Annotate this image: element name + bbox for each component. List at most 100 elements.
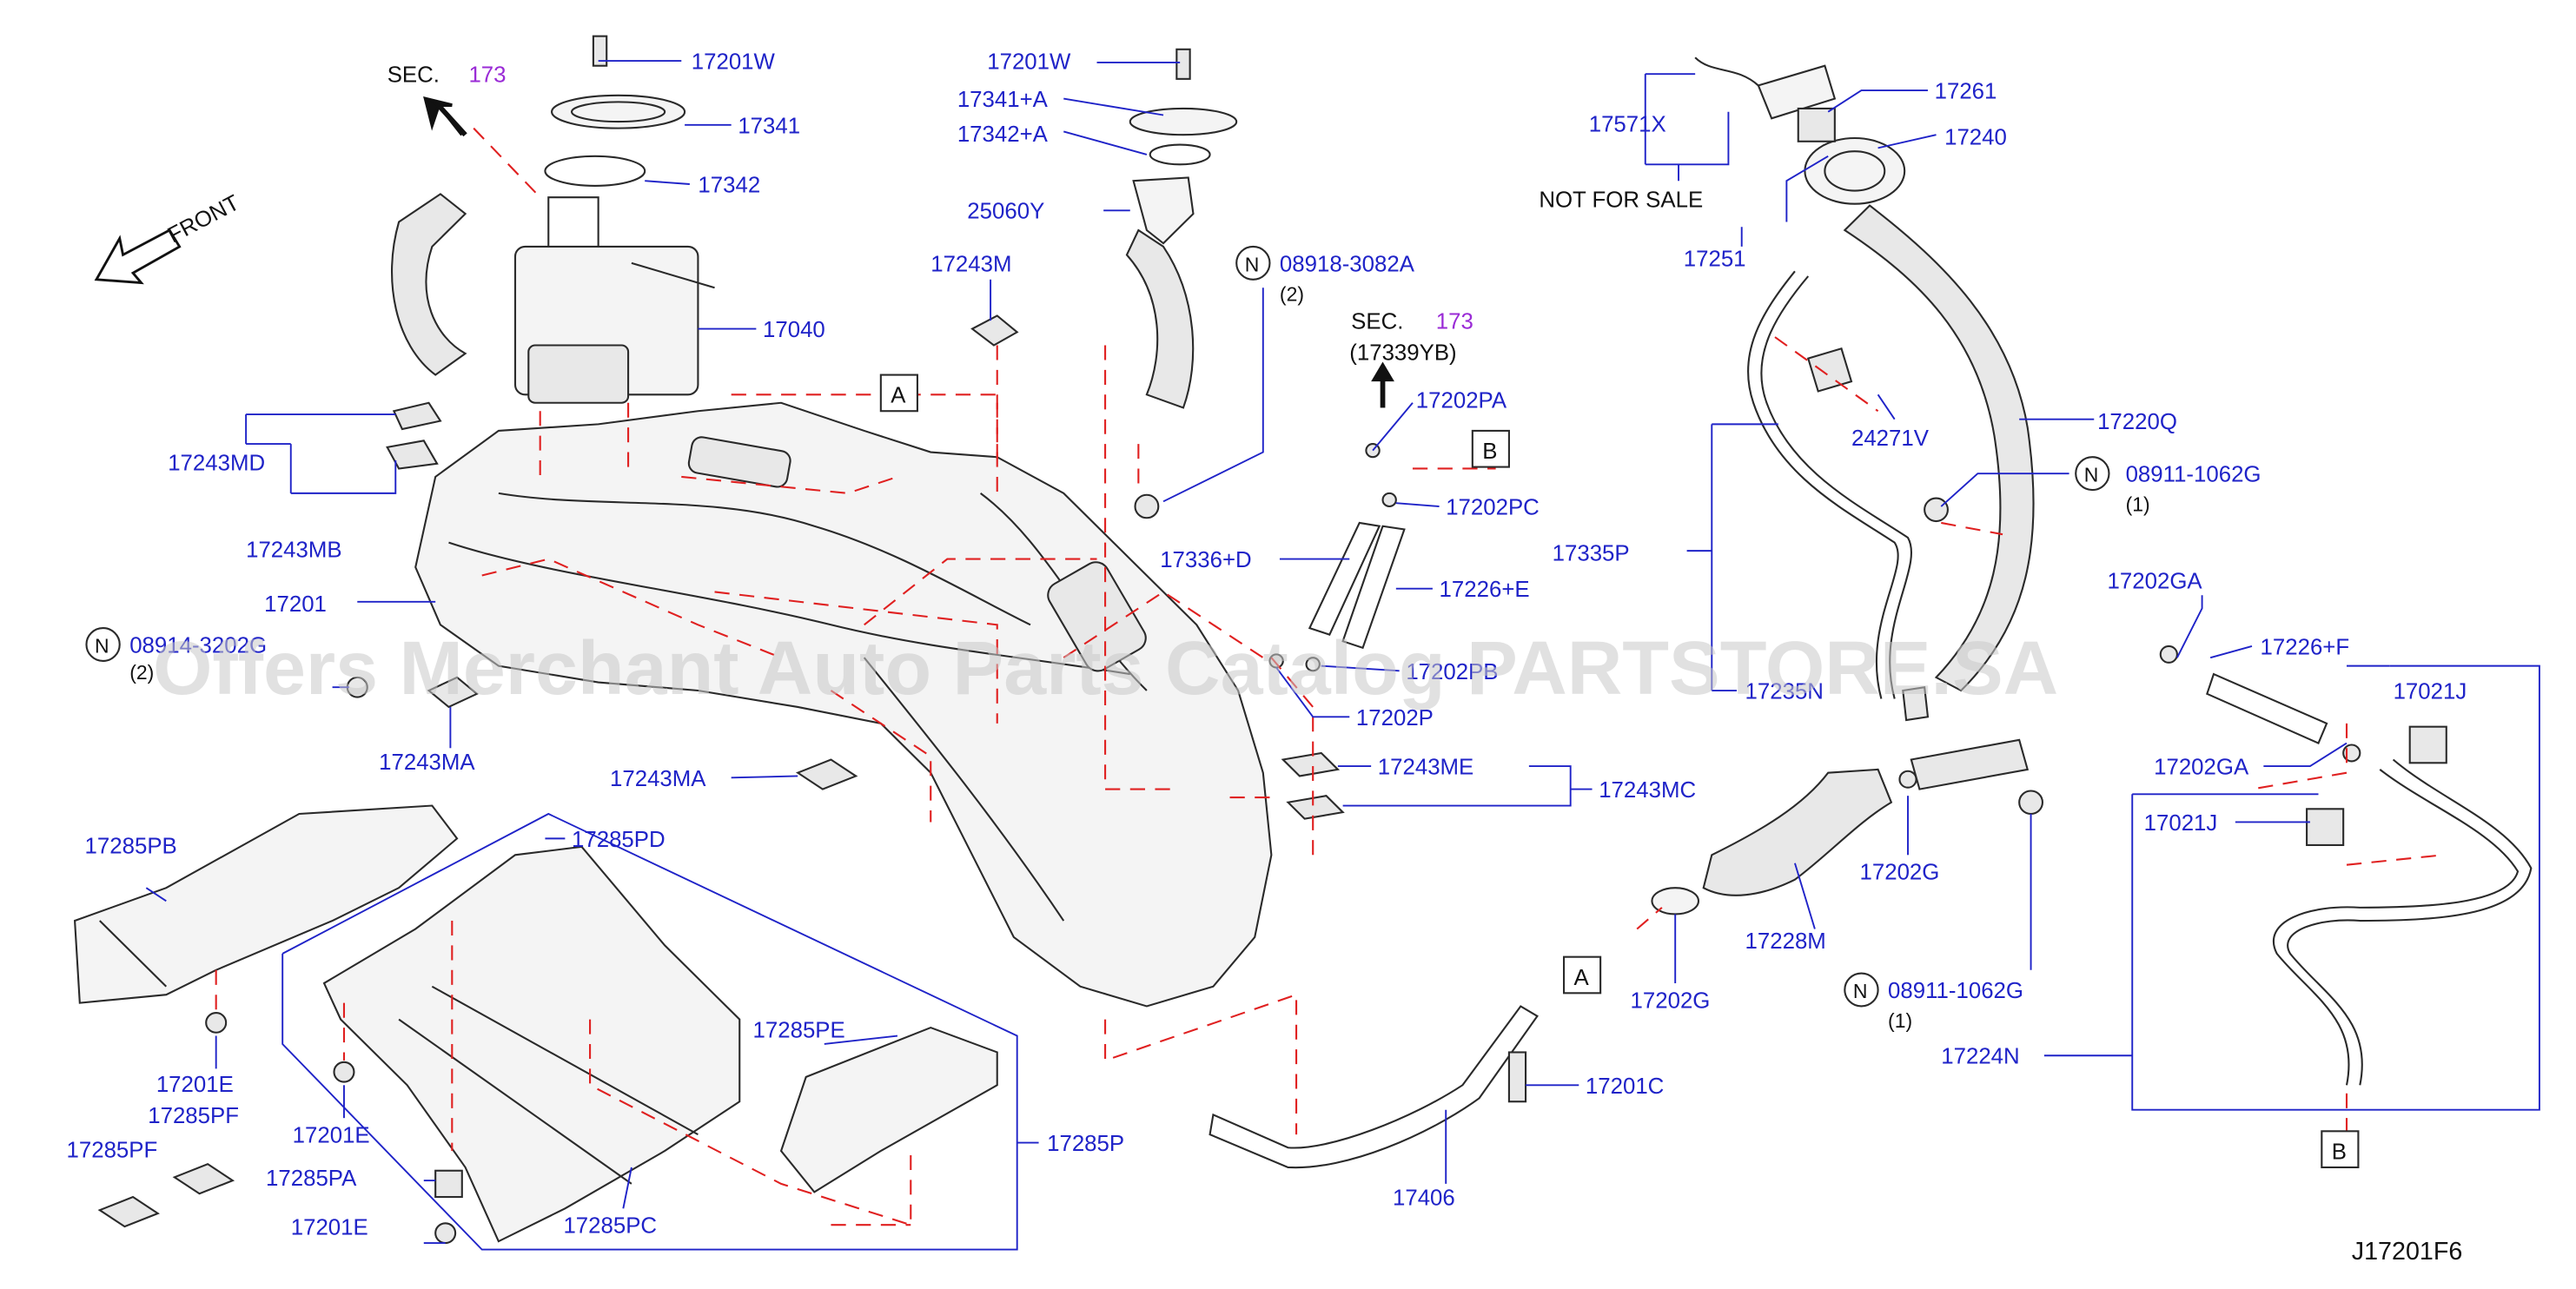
clip-17235N[interactable]	[1902, 686, 1930, 722]
vent-hose-17336D[interactable]	[1308, 521, 1381, 636]
pad-17243ME[interactable]	[1281, 751, 1341, 777]
heat-shield-17285PE[interactable]	[779, 1026, 998, 1193]
part-17021J-mid[interactable]: 17021J	[2144, 811, 2218, 836]
fuel-pump-assembly-17040[interactable]	[391, 193, 715, 404]
sec-left-num[interactable]: 173	[468, 63, 506, 88]
bolt-17201C[interactable]	[1507, 1051, 1527, 1103]
part-17342A[interactable]: 17342+A	[957, 122, 1049, 147]
vent-hose-17226E[interactable]	[1341, 525, 1406, 650]
part-08911-top[interactable]: 08911-1062G	[2126, 463, 2261, 487]
part-17335P[interactable]: 17335P	[1553, 542, 1630, 566]
nut-17201E-c[interactable]	[434, 1222, 457, 1245]
part-17341A[interactable]: 17341+A	[957, 88, 1049, 112]
part-17285PF-a[interactable]: 17285PF	[148, 1104, 239, 1128]
bolt-17201W-mid[interactable]	[1175, 48, 1191, 80]
fuel-tank-17201[interactable]	[414, 401, 1273, 1008]
cap-fitting-17261[interactable]	[1797, 107, 1836, 142]
part-17040[interactable]: 17040	[763, 318, 825, 342]
part-17240[interactable]: 17240	[1944, 126, 2007, 150]
nut-08911-bot[interactable]	[2018, 790, 2044, 816]
clamp-17202PB[interactable]	[1305, 657, 1321, 672]
part-17285P[interactable]: 17285P	[1047, 1132, 1124, 1156]
clamp-17202G-mid[interactable]	[1898, 770, 1917, 789]
part-17021J-top[interactable]: 17021J	[2394, 680, 2467, 704]
part-17202P[interactable]: 17202P	[1356, 706, 1434, 730]
part-17571X[interactable]: 17571X	[1589, 113, 1666, 137]
part-17285PB[interactable]: 17285PB	[85, 835, 177, 859]
part-17201C[interactable]: 17201C	[1586, 1074, 1664, 1099]
part-17336D[interactable]: 17336+D	[1160, 548, 1251, 572]
clamp-17202PC[interactable]	[1381, 492, 1397, 508]
part-17201E-a[interactable]: 17201E	[156, 1073, 234, 1097]
part-17202GA-top[interactable]: 17202GA	[2108, 570, 2203, 594]
part-17285PA[interactable]: 17285PA	[266, 1167, 357, 1191]
part-25060Y[interactable]: 25060Y	[967, 200, 1044, 224]
clip-24271V[interactable]	[1806, 347, 1853, 393]
part-08914[interactable]: 08914-3202G	[129, 634, 267, 658]
o-ring-17342[interactable]	[544, 155, 646, 187]
part-17342[interactable]: 17342	[698, 174, 760, 198]
tank-band-17406[interactable]	[1209, 1005, 1539, 1169]
part-17243MA-left[interactable]: 17243MA	[379, 750, 475, 775]
part-17220Q[interactable]: 17220Q	[2097, 410, 2177, 434]
part-08911-bot[interactable]: 08911-1062G	[1888, 979, 2023, 1003]
part-17224N[interactable]: 17224N	[1941, 1045, 2019, 1069]
filler-hose-17228M[interactable]	[1702, 768, 1893, 896]
clamp-17202GA-top[interactable]	[2159, 644, 2178, 664]
part-17243ME[interactable]: 17243ME	[1378, 756, 1473, 780]
part-17201E-c[interactable]: 17201E	[291, 1216, 368, 1240]
part-17243M[interactable]: 17243M	[930, 252, 1011, 276]
heat-shield-17285PD[interactable]	[322, 845, 741, 1243]
part-17341[interactable]: 17341	[738, 114, 800, 138]
clip-17021J-mid[interactable]	[2306, 808, 2345, 846]
filler-pipe-17220Q[interactable]	[1910, 738, 2030, 790]
sender-unit-25060Y[interactable]	[1125, 176, 1195, 409]
nut-17201E-a[interactable]	[205, 1011, 228, 1034]
heat-shield-17285PB[interactable]	[73, 804, 459, 1004]
pad-17243M[interactable]	[970, 314, 1019, 347]
part-17202GA-bot[interactable]: 17202GA	[2154, 756, 2249, 780]
nut-17201E-b[interactable]	[333, 1061, 355, 1083]
part-17406[interactable]: 17406	[1393, 1187, 1455, 1211]
part-17202G-mid[interactable]: 17202G	[1860, 861, 1940, 885]
clip-17021J-top[interactable]	[2408, 725, 2447, 764]
part-17261[interactable]: 17261	[1935, 80, 1997, 104]
part-17243MA-mid[interactable]: 17243MA	[610, 767, 706, 791]
pad-17243MA-left[interactable]	[427, 676, 479, 709]
part-17202PA[interactable]: 17202PA	[1416, 389, 1507, 413]
filler-pipe-17226F[interactable]	[2206, 672, 2328, 744]
part-17235N[interactable]: 17235N	[1745, 680, 1824, 704]
gasket-17341A[interactable]	[1129, 107, 1238, 136]
pad-17285PF-a[interactable]	[172, 1163, 235, 1195]
part-17228M[interactable]: 17228M	[1745, 929, 1826, 954]
sec-mid-num[interactable]: 173	[1436, 310, 1473, 334]
nut-08911-top[interactable]	[1924, 497, 1949, 523]
part-17202G-bot[interactable]: 17202G	[1631, 988, 1711, 1013]
part-17285PF-b[interactable]: 17285PF	[67, 1139, 158, 1163]
part-17202PC[interactable]: 17202PC	[1446, 496, 1540, 520]
breather-tube-17224N[interactable]	[2272, 769, 2520, 1086]
part-17201W-left[interactable]: 17201W	[692, 50, 776, 75]
part-08918[interactable]: 08918-3082A	[1280, 252, 1415, 276]
filler-tube-17240[interactable]	[1804, 136, 2035, 692]
part-17243MD[interactable]: 17243MD	[168, 451, 265, 475]
part-17226F[interactable]: 17226+F	[2261, 635, 2350, 659]
part-17226E[interactable]: 17226+E	[1440, 578, 1530, 602]
pad-17243MA-mid[interactable]	[795, 758, 858, 790]
part-17285PE[interactable]: 17285PE	[753, 1019, 845, 1043]
pad-17243MC[interactable]	[1286, 795, 1345, 820]
evap-line-17335P[interactable]	[1746, 270, 1899, 699]
part-17243MB[interactable]: 17243MB	[246, 539, 341, 563]
o-ring-17342A[interactable]	[1149, 143, 1211, 166]
part-17285PD[interactable]: 17285PD	[572, 828, 666, 852]
pad-17243MD[interactable]	[392, 401, 442, 431]
pad-17285PA[interactable]	[434, 1169, 463, 1199]
part-17201E-b[interactable]: 17201E	[293, 1124, 370, 1148]
nut-08918[interactable]	[1134, 493, 1160, 519]
part-17201W-mid[interactable]: 17201W	[987, 50, 1071, 75]
part-17243MC[interactable]: 17243MC	[1599, 778, 1696, 803]
part-17201[interactable]: 17201	[264, 592, 327, 617]
part-24271V[interactable]: 24271V	[1851, 426, 1930, 451]
part-17202PB[interactable]: 17202PB	[1406, 660, 1498, 684]
gasket-ring-17341[interactable]	[551, 94, 686, 129]
